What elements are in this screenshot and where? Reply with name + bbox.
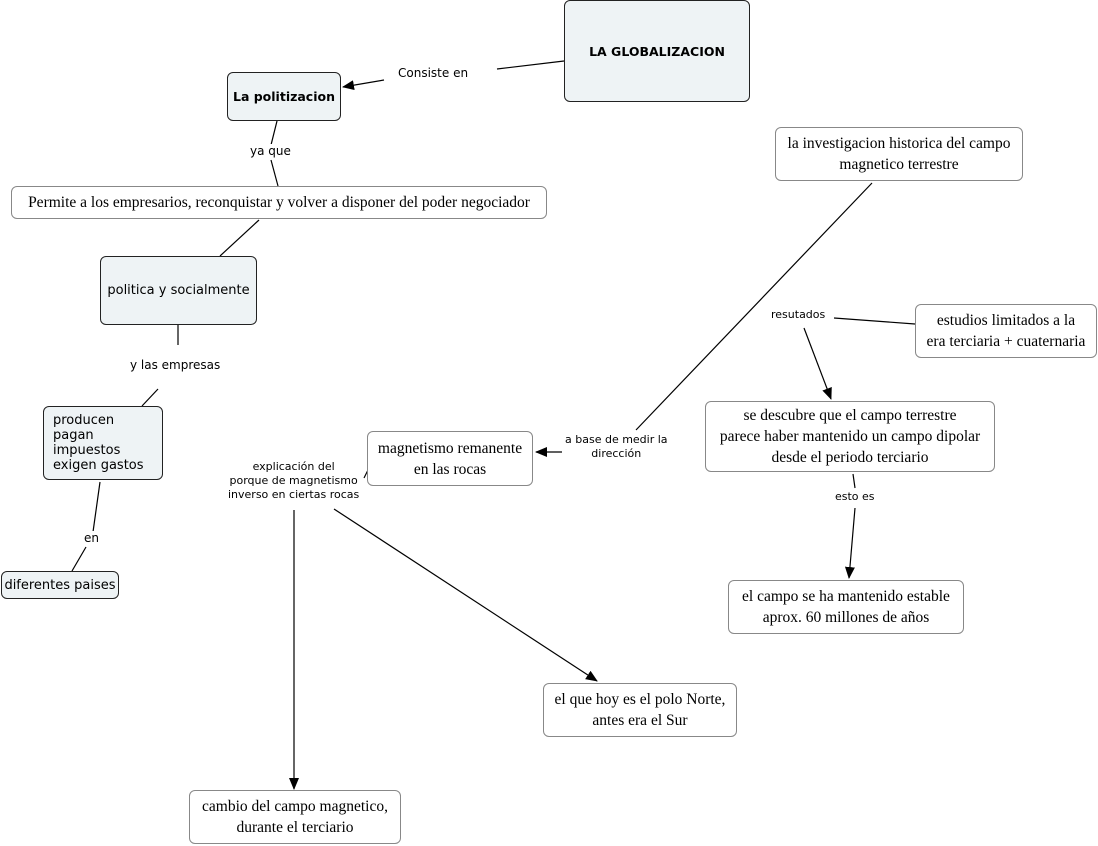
node-la-politizacion[interactable]: La politizacion bbox=[227, 72, 341, 121]
node-se-descubre[interactable]: se descubre que el campo terrestre parec… bbox=[705, 401, 995, 472]
node-producen[interactable]: producen pagan impuestos exigen gastos bbox=[43, 406, 163, 480]
node-label-line: parece haber mantenido un campo dipolar bbox=[719, 428, 981, 445]
link-yaque-permite bbox=[270, 159, 279, 187]
node-magnetismo-remanente[interactable]: magnetismo remanente en las rocas bbox=[367, 431, 533, 486]
link-producen-en bbox=[92, 481, 101, 533]
link-label-line: explicación del bbox=[252, 460, 335, 473]
node-label-line: desde el periodo terciario bbox=[771, 449, 929, 466]
node-label-line: antes era el Sur bbox=[592, 712, 688, 729]
node-label-line: exigen gastos bbox=[53, 458, 144, 473]
node-label-line: cambio del campo magnetico, bbox=[202, 798, 388, 815]
link-globalizacion-consiste bbox=[496, 60, 565, 70]
link-empresas-producen bbox=[141, 388, 159, 407]
link-label-resutados[interactable]: resutados bbox=[771, 308, 826, 322]
node-label-line: pagan impuestos bbox=[53, 428, 121, 458]
node-campo-estable[interactable]: el campo se ha mantenido estable aprox. … bbox=[728, 580, 964, 634]
node-investigacion-historica[interactable]: la investigacion historica del campo mag… bbox=[775, 127, 1023, 181]
link-label-line: dirección bbox=[591, 447, 642, 460]
link-label-ya-que[interactable]: ya que bbox=[250, 144, 291, 159]
node-label-line: durante el terciario bbox=[236, 819, 354, 836]
node-label-line: estudios limitados a la bbox=[936, 312, 1076, 329]
node-label-line: magnetismo remanente bbox=[377, 439, 523, 457]
link-explicacion-polo bbox=[333, 508, 598, 682]
link-en-diferentes bbox=[71, 546, 87, 572]
link-descubre-estoes bbox=[852, 473, 856, 489]
link-permite-politica bbox=[219, 219, 260, 257]
link-label-explicacion[interactable]: explicación del porque de magnetismo inv… bbox=[228, 460, 360, 502]
node-label-line: el que hoy es el polo Norte, bbox=[554, 691, 726, 708]
node-politica-socialmente[interactable]: politica y socialmente bbox=[100, 256, 257, 325]
node-la-globalizacion[interactable]: LA GLOBALIZACION bbox=[564, 0, 750, 102]
node-label-line: producen bbox=[53, 413, 115, 428]
link-label-en[interactable]: en bbox=[84, 531, 99, 546]
link-label-consiste-en[interactable]: Consiste en bbox=[398, 66, 469, 81]
node-label: politica y socialmente bbox=[107, 283, 250, 298]
link-politizacion-yaque bbox=[270, 120, 278, 146]
link-label-esto-es[interactable]: esto es bbox=[835, 490, 875, 504]
node-label: LA GLOBALIZACION bbox=[589, 43, 725, 59]
node-label-line: el campo se ha mantenido estable bbox=[742, 588, 950, 605]
node-label: La politizacion bbox=[232, 89, 335, 104]
node-diferentes-paises[interactable]: diferentes paises bbox=[1, 571, 119, 599]
link-label-line: inverso en ciertas rocas bbox=[228, 488, 360, 501]
node-label-line: aprox. 60 millones de años bbox=[762, 609, 930, 626]
node-label-line: era terciaria + cuaternaria bbox=[926, 333, 1086, 350]
node-label: Permite a los empresarios, reconquistar … bbox=[28, 194, 530, 211]
link-resutados-descubre bbox=[803, 327, 832, 400]
node-permite[interactable]: Permite a los empresarios, reconquistar … bbox=[11, 186, 547, 219]
link-label-line: a base de medir la bbox=[565, 433, 668, 446]
link-investigacion-abase bbox=[635, 182, 873, 431]
link-estoes-estable bbox=[844, 507, 856, 579]
link-label-a-base-de-medir[interactable]: a base de medir la dirección bbox=[565, 433, 668, 461]
link-label-line: porque de magnetismo bbox=[229, 474, 358, 487]
node-label-line: magnetico terrestre bbox=[839, 156, 959, 173]
link-consiste-politizacion bbox=[342, 79, 385, 91]
link-estudios-resutados bbox=[833, 317, 916, 325]
node-polo-norte[interactable]: el que hoy es el polo Norte, antes era e… bbox=[543, 683, 737, 737]
node-label-line: en las rocas bbox=[413, 460, 487, 478]
node-label: diferentes paises bbox=[4, 577, 116, 593]
link-label-y-las-empresas[interactable]: y las empresas bbox=[130, 358, 221, 373]
node-estudios-limitados[interactable]: estudios limitados a la era terciaria + … bbox=[915, 304, 1097, 358]
node-cambio-campo[interactable]: cambio del campo magnetico, durante el t… bbox=[189, 790, 401, 844]
node-label-line: la investigacion historica del campo bbox=[787, 135, 1011, 152]
node-label-line: se descubre que el campo terrestre bbox=[743, 407, 957, 424]
